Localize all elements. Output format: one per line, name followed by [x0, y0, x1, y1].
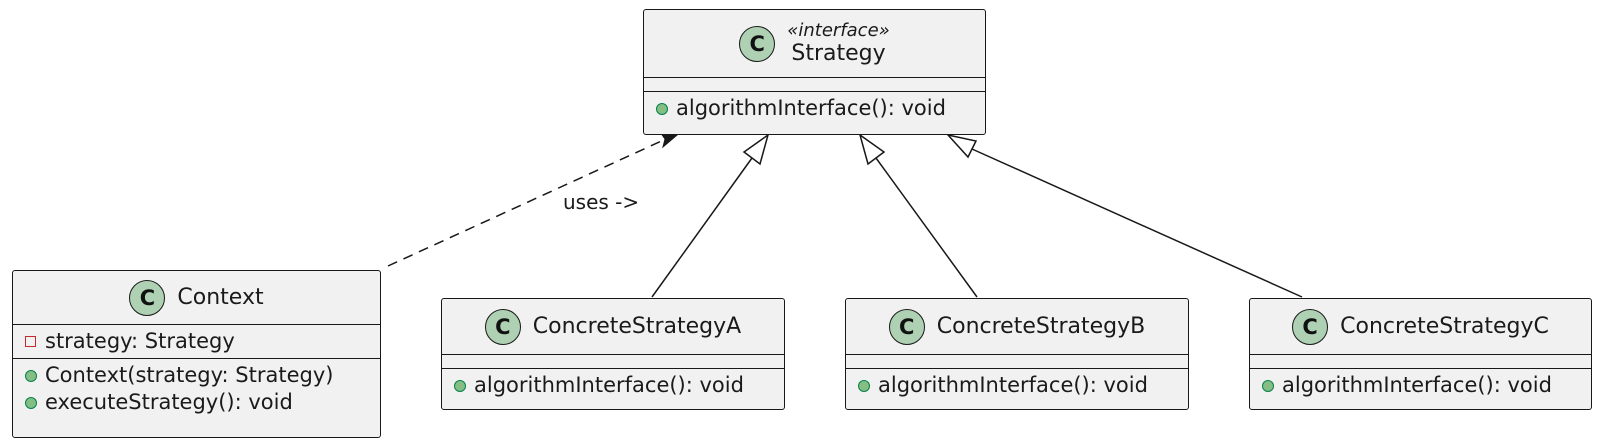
- class-attribute: strategy: Strategy: [25, 328, 368, 355]
- class-context-header: C Context: [13, 271, 380, 325]
- realization-arrowhead-a: [742, 133, 770, 166]
- class-icon: C: [484, 308, 521, 345]
- class-icon: C: [129, 279, 166, 316]
- class-attributes: [846, 355, 1188, 369]
- class-name: ConcreteStrategyA: [532, 313, 742, 339]
- class-strategy[interactable]: C «interface» Strategy algorithmInterfac…: [643, 9, 986, 135]
- realization-edge-c: [971, 148, 1303, 298]
- class-context[interactable]: C Context strategy: Strategy Context(str…: [12, 270, 381, 438]
- class-method: algorithmInterface(): void: [858, 372, 1176, 399]
- class-name: Context: [177, 284, 264, 310]
- dependency-edge-context-strategy: [387, 137, 669, 267]
- class-method: algorithmInterface(): void: [454, 372, 772, 399]
- realization-arrowhead-b: [858, 133, 886, 166]
- class-icon: C: [1292, 308, 1329, 345]
- class-stereotype: «interface»: [787, 19, 890, 41]
- realization-arrowhead-c: [945, 133, 978, 159]
- class-concrete-strategy-a[interactable]: C ConcreteStrategyA algorithmInterface()…: [441, 298, 785, 410]
- class-attributes: [442, 355, 784, 369]
- class-header: C ConcreteStrategyC: [1250, 299, 1591, 355]
- class-icon: C: [739, 25, 776, 62]
- class-method: algorithmInterface(): void: [1262, 372, 1579, 399]
- realization-edge-b: [875, 157, 978, 298]
- realization-edge-a: [651, 157, 753, 298]
- class-methods: algorithmInterface(): void: [846, 369, 1188, 402]
- public-visibility-icon: [1262, 379, 1274, 392]
- class-methods: Context(strategy: Strategy) executeStrat…: [13, 359, 380, 419]
- class-attributes: [1250, 355, 1591, 369]
- class-name: ConcreteStrategyB: [936, 313, 1146, 339]
- class-name: ConcreteStrategyC: [1340, 313, 1549, 339]
- class-concrete-strategy-b[interactable]: C ConcreteStrategyB algorithmInterface()…: [845, 298, 1189, 410]
- public-visibility-icon: [25, 369, 37, 382]
- class-concrete-strategy-c[interactable]: C ConcreteStrategyC algorithmInterface()…: [1249, 298, 1592, 410]
- class-attributes: strategy: Strategy: [13, 325, 380, 359]
- class-attributes: [644, 78, 985, 92]
- private-visibility-icon: [25, 336, 36, 347]
- public-visibility-icon: [454, 379, 466, 392]
- public-visibility-icon: [858, 379, 870, 392]
- class-name: Strategy: [791, 41, 886, 67]
- class-header: C ConcreteStrategyB: [846, 299, 1188, 355]
- dependency-label: uses ->: [563, 190, 640, 214]
- class-method: executeStrategy(): void: [25, 389, 368, 416]
- class-methods: algorithmInterface(): void: [644, 92, 985, 125]
- class-icon: C: [888, 308, 925, 345]
- public-visibility-icon: [25, 396, 37, 409]
- class-header: C ConcreteStrategyA: [442, 299, 784, 355]
- class-method: algorithmInterface(): void: [656, 95, 973, 122]
- class-methods: algorithmInterface(): void: [1250, 369, 1591, 402]
- class-strategy-header: C «interface» Strategy: [644, 10, 985, 78]
- class-method: Context(strategy: Strategy): [25, 362, 368, 389]
- class-methods: algorithmInterface(): void: [442, 369, 784, 402]
- public-visibility-icon: [656, 102, 668, 115]
